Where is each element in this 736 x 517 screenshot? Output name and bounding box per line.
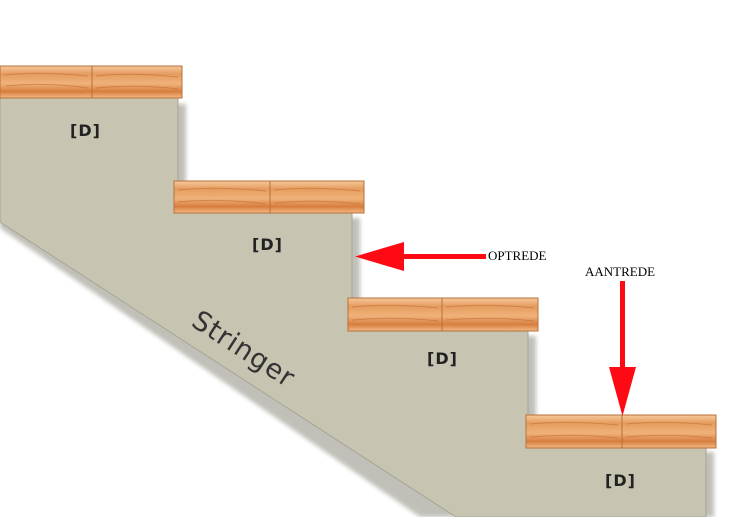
tread-label: AANTREDE bbox=[585, 264, 655, 279]
step-label-2: [D] bbox=[252, 235, 283, 254]
tread-1 bbox=[0, 65, 183, 99]
step-label-4: [D] bbox=[605, 471, 636, 490]
riser-arrow bbox=[355, 242, 486, 271]
step-label-3: [D] bbox=[427, 349, 458, 368]
tread-2 bbox=[173, 180, 365, 214]
tread-4 bbox=[525, 414, 717, 449]
step-label-1: [D] bbox=[70, 121, 101, 140]
tread-3 bbox=[347, 297, 539, 332]
riser-label: OPTREDE bbox=[488, 248, 547, 263]
tread-arrow bbox=[609, 281, 636, 416]
